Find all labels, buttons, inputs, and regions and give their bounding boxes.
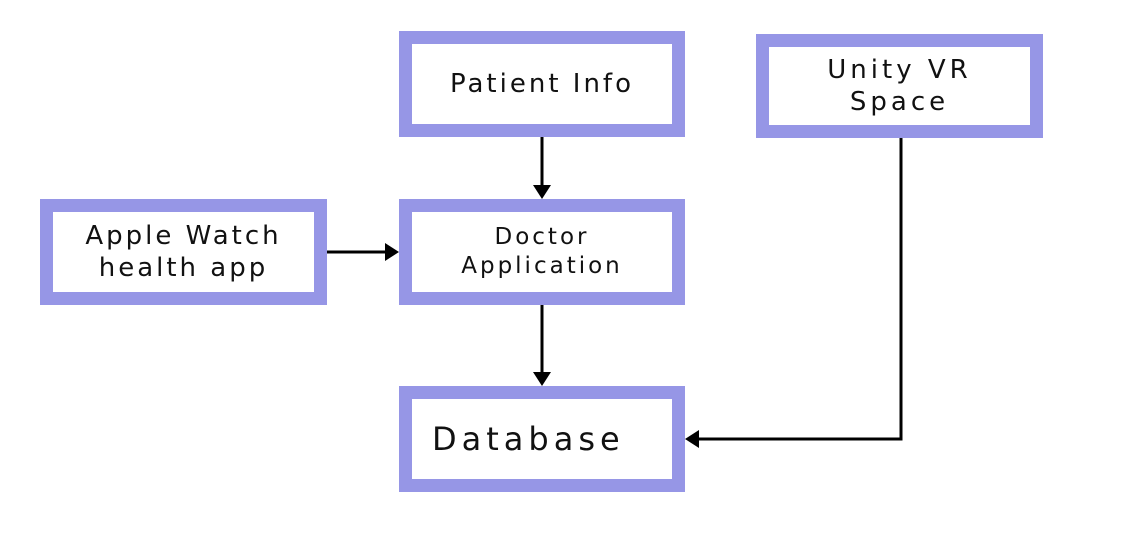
edge-unity-vr-to-database — [698, 138, 903, 441]
doctor-app-label-line1: Doctor — [494, 224, 590, 251]
unity-vr-label-line1: Unity VR — [827, 54, 972, 85]
doctor-app-label-line2: Application — [461, 253, 623, 279]
database-label: Database — [432, 420, 625, 458]
arrowhead-doctor-app-left — [385, 243, 399, 261]
unity-vr-space-node: Unity VR Space — [756, 34, 1043, 138]
arrowhead-doctor-app-top — [533, 185, 551, 199]
doctor-application-node: Doctor Application — [399, 199, 685, 305]
patient-info-label: Patient Info — [449, 68, 634, 99]
patient-info-node: Patient Info — [399, 31, 685, 137]
arrowhead-database-top — [533, 372, 551, 386]
database-node: Database — [399, 386, 685, 492]
apple-watch-label-line1: Apple Watch — [85, 220, 282, 251]
arrowhead-database-right — [685, 430, 699, 448]
unity-vr-label-line2: Space — [849, 87, 950, 117]
apple-watch-label-line2: health app — [98, 253, 269, 283]
apple-watch-node: Apple Watch health app — [40, 199, 327, 305]
